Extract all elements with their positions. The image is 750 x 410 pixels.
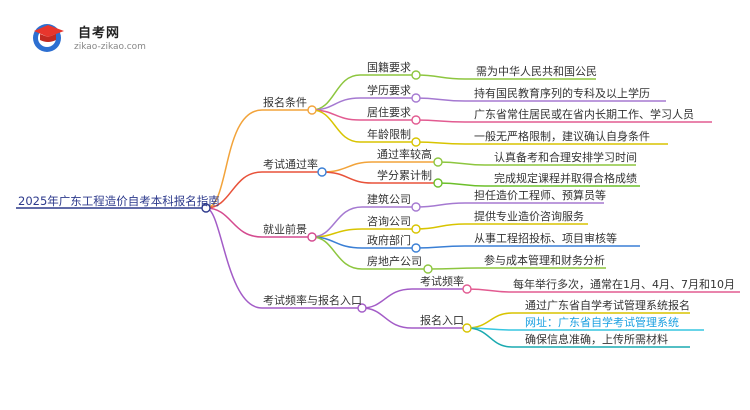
edge-b1-c4 (311, 109, 416, 143)
detail-nationality: 需为中华人民共和国公民 (476, 65, 597, 78)
node-label-consulting: 咨询公司 (367, 215, 411, 228)
edge-b4-d1 (466, 288, 740, 293)
node-label-residence: 居住要求 (367, 106, 411, 119)
edge-b3-d3 (415, 245, 640, 249)
b4-c2-dot (462, 323, 472, 333)
logo-url: zikao-zikao.com (74, 42, 146, 52)
detail-construction: 担任造价工程师、预算员等 (474, 189, 606, 202)
root-node-dot (201, 203, 211, 213)
node-label-registration-entry: 报名入口 (420, 314, 464, 327)
b3-c1-dot (411, 202, 421, 212)
detail-residence: 广东省常住居民或在省内长期工作、学习人员 (474, 108, 694, 121)
detail-consulting: 提供专业造价咨询服务 (474, 210, 584, 223)
node-label-exam-frequency: 考试频率 (420, 275, 464, 288)
b4-c1-dot (462, 284, 472, 294)
node-label-age: 年龄限制 (367, 128, 411, 141)
edge-b1-d4 (415, 141, 668, 145)
detail-high-pass-rate: 认真备考和合理安排学习时间 (494, 151, 637, 164)
site-logo: 自考网 zikao-zikao.com (30, 20, 170, 54)
edge-b3-d1 (415, 202, 604, 208)
branch-label-eligibility: 报名条件 (263, 96, 307, 109)
branch4-node-dot (357, 303, 367, 313)
node-label-credit-system: 学分累计制 (377, 169, 432, 182)
detail-government: 从事工程招投标、项目审核等 (474, 232, 617, 245)
b1-c3-dot (411, 115, 421, 125)
node-label-government: 政府部门 (367, 234, 411, 247)
b1-c1-dot (411, 70, 421, 80)
b2-c1-dot (433, 157, 443, 167)
edge-root-branch1 (205, 109, 312, 209)
edge-b4-c1 (361, 288, 467, 309)
detail-real-estate: 参与成本管理和财务分析 (484, 254, 605, 267)
b3-c3-dot (411, 243, 421, 253)
edge-b1-d2 (415, 97, 666, 102)
detail-registration-website-link[interactable]: 网址：广东省自学考试管理系统 (525, 316, 679, 329)
branch-label-career: 就业前景 (263, 223, 307, 236)
branch1-node-dot (307, 105, 317, 115)
edge-b3-c4 (311, 236, 428, 270)
edge-b1-c2 (311, 97, 416, 111)
edge-root-branch3 (205, 207, 312, 238)
node-label-education: 学历要求 (367, 84, 411, 97)
b2-c2-dot (433, 178, 443, 188)
node-label-real-estate: 房地产公司 (367, 255, 422, 268)
edge-b4-c2 (361, 307, 467, 329)
root-node-label: 2025年广东工程造价自考本科报名指南 (18, 194, 220, 208)
branch2-node-dot (317, 167, 327, 177)
detail-credit-system: 完成规定课程并取得合格成绩 (494, 172, 637, 185)
b1-c4-dot (411, 137, 421, 147)
edge-b3-d2 (415, 223, 588, 230)
edge-b1-d3 (415, 119, 712, 123)
edge-b2-d1 (437, 161, 636, 166)
detail-registration-materials: 确保信息准确，上传所需材料 (525, 333, 668, 346)
detail-exam-frequency: 每年举行多次，通常在1月、4月、7月和10月 (513, 278, 735, 291)
edge-b3-d4 (427, 267, 606, 270)
edge-root-branch4 (205, 207, 362, 309)
node-label-high-pass-rate: 通过率较高 (377, 148, 432, 161)
detail-registration-system: 通过广东省自学考试管理系统报名 (525, 299, 690, 312)
b3-c4-dot (423, 264, 433, 274)
branch-label-pass-rate: 考试通过率 (263, 158, 318, 171)
edge-b2-d2 (437, 182, 640, 187)
node-label-construction: 建筑公司 (367, 193, 411, 206)
edge-b4-d2c (466, 327, 690, 348)
b3-c2-dot (411, 224, 421, 234)
edge-b1-d1 (415, 74, 596, 80)
branch-label-frequency-entry: 考试频率与报名入口 (263, 294, 362, 307)
detail-education: 持有国民教育序列的专科及以上学历 (474, 87, 650, 100)
edge-b1-c1 (311, 74, 416, 111)
branch3-node-dot (307, 232, 317, 242)
b1-c2-dot (411, 93, 421, 103)
graduation-cap-logo-icon (33, 24, 64, 52)
detail-age: 一般无严格限制，建议确认自身条件 (474, 130, 650, 143)
edge-b2-c2 (321, 171, 438, 184)
edge-root-branch2 (205, 171, 322, 209)
logo-title: 自考网 (78, 26, 121, 41)
node-label-nationality: 国籍要求 (367, 61, 411, 74)
